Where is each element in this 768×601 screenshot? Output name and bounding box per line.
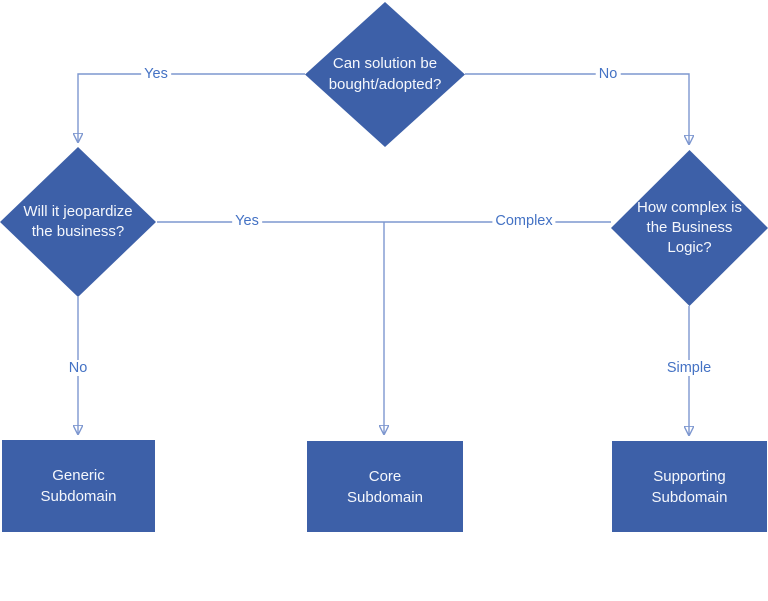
decision-label: Can solution be bought/adopted? <box>328 55 442 93</box>
edge-label-complexity-complex: Complex <box>492 213 556 229</box>
edge-label-jeopardize-yes: Yes <box>232 213 262 229</box>
edge-label-jeopardize-no: No <box>65 360 91 376</box>
outcome-label: Supporting Subdomain <box>651 467 728 506</box>
decision-label: How complex is the Business Logic? <box>636 198 743 257</box>
connector-root-no <box>465 73 689 144</box>
outcome-label: Core Subdomain <box>347 467 423 506</box>
decision-label: Will it jeopardize the business? <box>23 202 133 240</box>
edge-label-root-yes: Yes <box>141 66 171 82</box>
edge-label-complexity-simple: Simple <box>663 360 715 376</box>
outcome-supporting-subdomain: Supporting Subdomain <box>612 441 767 532</box>
outcome-generic-subdomain: Generic Subdomain <box>2 440 155 532</box>
edge-label-root-no: No <box>595 66 621 82</box>
connector-root-yes <box>78 73 305 142</box>
outcome-core-subdomain: Core Subdomain <box>307 441 463 532</box>
outcome-label: Generic Subdomain <box>40 467 117 505</box>
